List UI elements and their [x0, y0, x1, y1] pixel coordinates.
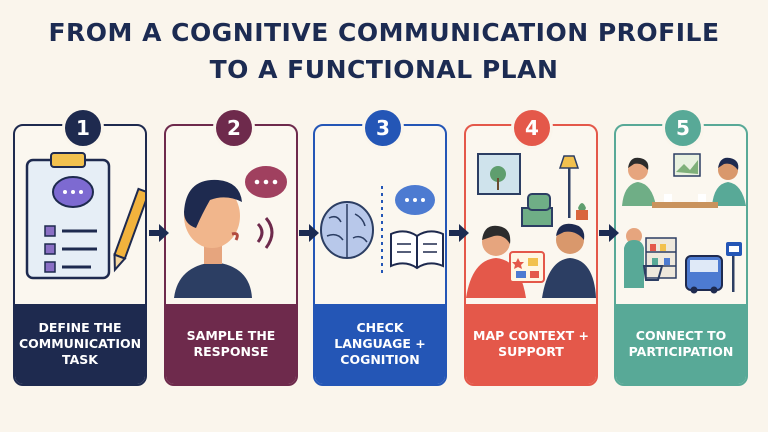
- step-4-number-badge: 4: [511, 107, 553, 149]
- step-1-number-badge: 1: [62, 107, 104, 149]
- step-4-label: MAP CONTEXT + SUPPORT: [466, 304, 596, 384]
- step-3-number-badge: 3: [362, 107, 404, 149]
- step-3-label: CHECK LANGUAGE + COGNITION: [315, 304, 445, 384]
- step-1-card: DEFINE THE COMMUNICATION TASK: [13, 124, 147, 386]
- step-1-label: DEFINE THE COMMUNICATION TASK: [15, 304, 145, 384]
- step-2-number-badge: 2: [213, 107, 255, 149]
- arrow-right-icon: [149, 224, 169, 242]
- context-support-scene-icon: [466, 153, 596, 298]
- title-line-2: TO A FUNCTIONAL PLAN: [209, 55, 559, 84]
- clipboard-checklist-icon: [25, 152, 145, 280]
- step-5-number-badge: 5: [662, 107, 704, 149]
- participation-scene-icon: [622, 153, 746, 294]
- step-5-card: CONNECT TO PARTICIPATION: [614, 124, 748, 386]
- step-2-card: SAMPLE THE RESPONSE: [164, 124, 298, 386]
- arrow-right-icon: [299, 224, 319, 242]
- step-5-label: CONNECT TO PARTICIPATION: [616, 304, 746, 384]
- arrow-right-icon: [449, 224, 469, 242]
- arrow-right-icon: [599, 224, 619, 242]
- title-line-1: FROM A COGNITIVE COMMUNICATION PROFILE: [48, 18, 720, 47]
- page-title: FROM A COGNITIVE COMMUNICATION PROFILE T…: [0, 14, 768, 88]
- step-2-label: SAMPLE THE RESPONSE: [166, 304, 296, 384]
- brain-and-book-icon: [320, 185, 444, 274]
- step-3-card: CHECK LANGUAGE + COGNITION: [313, 124, 447, 386]
- person-speaking-icon: [174, 164, 289, 298]
- step-4-card: MAP CONTEXT + SUPPORT: [464, 124, 598, 386]
